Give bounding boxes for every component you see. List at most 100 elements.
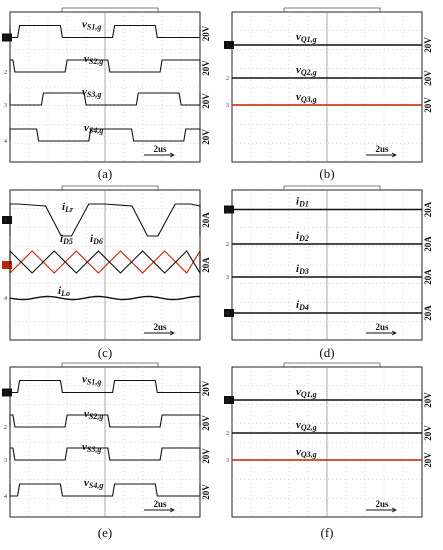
panel-caption: (a) [98,166,112,181]
trigger-bracket [283,185,381,190]
signal-label: vQ1,g [296,386,317,399]
trace-vS4g [9,128,201,142]
channel-number: 3 [226,103,229,109]
channel-number: 2 [4,263,7,269]
timebase-label: 2us [375,144,389,154]
signal-label: iD1 [296,196,309,209]
channel-number: 1 [226,398,229,404]
channel-number: 4 [226,311,229,317]
trace-vS3g [9,92,201,106]
trace-vS1g [9,379,201,394]
vertical-scale-label: 20A [201,212,211,228]
vertical-scale-label: 20A [201,257,211,273]
channel-number: 3 [226,275,229,281]
channel-marker-box [2,388,12,397]
signal-label: vS1,g [82,19,101,32]
vertical-scale-label: 20V [423,392,433,408]
signal-label: vQ2,g [296,419,317,432]
timebase-arrow [144,152,176,158]
vertical-scale-label: 20V [423,37,433,53]
signal-label: vS3,g [82,441,101,454]
trace-vS2g [9,414,201,428]
vertical-scale-label: 20V [201,448,211,464]
channel-marker-box [2,261,12,269]
trace-vS2g [9,59,201,73]
signal-label: iD4 [296,299,309,312]
timebase-arrow [366,507,398,513]
channel-number: 3 [4,458,7,464]
timebase-arrow [366,152,398,158]
signal-label: vQ2,g [296,64,317,77]
panel-b: 1 vQ1,g 20V 2 vQ2,g 20V 3 vQ3,g 20V 2us (b) [224,7,433,181]
trace-iLo [9,295,200,301]
channel-marker-box [224,205,234,214]
channel-number: 1 [4,36,7,42]
timebase-label: 2us [153,322,167,332]
signal-label: vS4,g [84,477,103,490]
vertical-scale-label: 20A [423,236,433,252]
signal-label: vS4,g [84,122,103,135]
timebase-label: 2us [375,322,389,332]
signal-label: iD5 [60,233,73,246]
trigger-bracket [283,362,381,367]
vertical-scale-label: 20V [201,129,211,145]
vertical-scale-label: 20V [423,425,433,441]
vertical-scale-label: 20V [201,380,211,396]
trigger-bracket [61,185,159,190]
signal-label: vS2,g [84,408,103,421]
vertical-scale-label: 20V [423,452,433,468]
signal-label: iD3 [296,263,309,276]
signal-label: vQ3,g [296,91,317,104]
channel-number: 2 [4,70,7,76]
trigger-bracket [61,362,159,367]
timebase-arrow [144,507,176,513]
timebase-label: 2us [153,499,167,509]
vertical-scale-label: 20V [423,70,433,86]
vertical-scale-label: 20V [201,60,211,76]
channel-number: 2 [226,431,229,437]
vertical-scale-label: 20A [423,269,433,285]
channel-number: 2 [226,242,229,248]
vertical-scale-label: 20V [201,93,211,109]
panel-caption: (e) [98,525,112,540]
panel-caption: (c) [98,345,112,360]
channel-marker-box [224,309,234,317]
timebase-arrow [366,330,398,336]
trace-iLr [9,203,201,237]
channel-number: 2 [4,425,7,431]
panel-c: 1 iLr 20A 2 iD5 20A iD6 4 iLo 2us (c) [2,185,211,360]
vertical-scale-label: 20V [201,415,211,431]
signal-label: vS3,g [82,86,101,99]
channel-marker-box [224,396,234,404]
channel-marker-box [2,216,12,224]
channel-number: 4 [4,296,7,302]
trigger-bracket [61,7,159,12]
channel-number: 1 [4,218,7,224]
trace-vS4g [9,483,201,497]
vertical-scale-label: 20A [423,201,433,217]
signal-label: iLo [58,285,70,298]
trace-vS1g [9,24,201,39]
channel-number: 1 [4,391,7,397]
trace-iD6 [9,249,201,275]
channel-number: 2 [226,76,229,82]
signal-label: vS1,g [82,374,101,387]
trigger-bracket [283,7,381,12]
channel-number: 1 [226,43,229,49]
signal-label: iLr [62,201,74,214]
vertical-scale-label: 20V [423,97,433,113]
signal-label: vQ3,g [296,446,317,459]
channel-number: 1 [226,208,229,214]
timebase-label: 2us [375,499,389,509]
signal-label: vQ1,g [296,31,317,44]
trace-vS3g [9,447,201,461]
signal-label: iD6 [90,233,103,246]
vertical-scale-label: 20A [423,305,433,321]
vertical-scale-label: 20V [201,484,211,500]
panel-caption: (b) [319,166,334,181]
panel-caption: (f) [321,525,334,540]
channel-marker-box [2,33,12,42]
